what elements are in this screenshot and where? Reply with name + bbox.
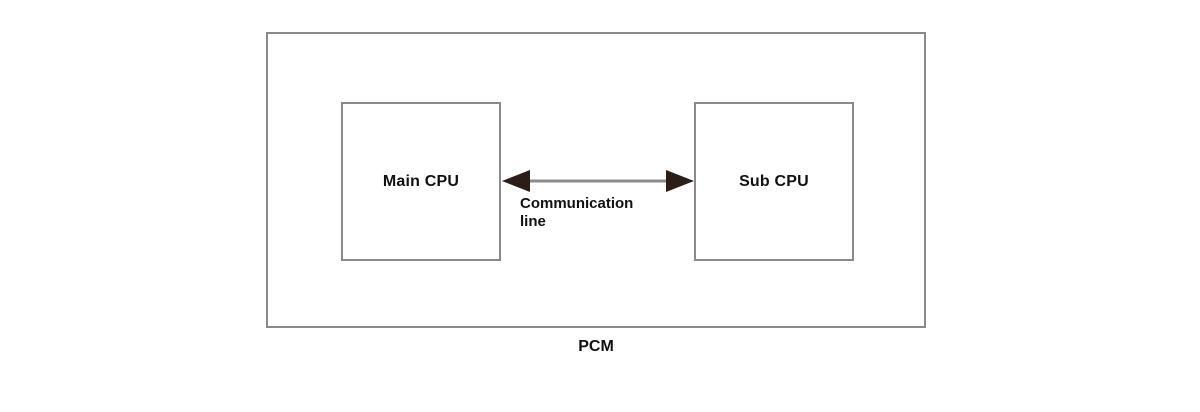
communication-line-caption: Communication line <box>520 195 690 231</box>
pcm-caption: PCM <box>578 338 614 355</box>
block-main-cpu-label: Main CPU <box>382 172 460 190</box>
communication-line-caption-row2: line <box>520 213 546 230</box>
bidirectional-arrow-icon <box>502 170 694 192</box>
block-sub-cpu: Sub CPU <box>694 102 854 261</box>
block-main-cpu: Main CPU <box>341 102 501 261</box>
communication-line-caption-row1: Communication <box>520 195 634 212</box>
block-sub-cpu-label: Sub CPU <box>739 172 809 190</box>
